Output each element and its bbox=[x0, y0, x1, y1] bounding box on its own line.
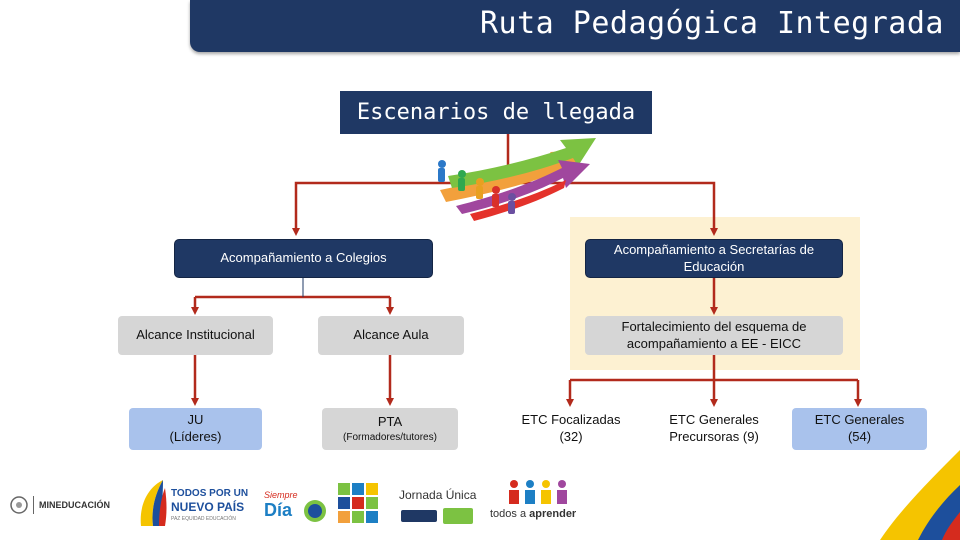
logo-text-pre: todos a bbox=[490, 508, 530, 520]
node-line1: ETC Generales bbox=[669, 412, 759, 428]
running-people-icon bbox=[438, 138, 596, 221]
node-alcance-institucional: Alcance Institucional bbox=[118, 316, 273, 355]
logo-text-line2: NUEVO PAÍS bbox=[171, 500, 245, 514]
node-line1: JU bbox=[187, 412, 204, 428]
node-line2: (Formadores/tutores) bbox=[343, 431, 437, 443]
node-label: Acompañamiento a Colegios bbox=[220, 250, 387, 266]
node-label: Alcance Aula bbox=[353, 327, 429, 343]
node-line2: (Líderes) bbox=[169, 429, 222, 444]
node-acompanamiento-colegios: Acompañamiento a Colegios bbox=[174, 239, 433, 278]
node-line2: (32) bbox=[559, 429, 583, 444]
node-acompanamiento-secretarias: Acompañamiento a Secretarías de Educació… bbox=[585, 239, 843, 278]
logo-badge bbox=[443, 508, 473, 524]
mineducacion-logo: MINEDUCACIÓN bbox=[10, 494, 130, 516]
node-line1: ETC Focalizadas bbox=[521, 412, 621, 428]
logo-text: Jornada Única bbox=[399, 488, 477, 502]
logo-text-bold: aprender bbox=[529, 508, 577, 520]
logo-text-line3: PAZ EQUIDAD EDUCACIÓN bbox=[171, 516, 236, 522]
logo-text: MINEDUCACIÓN bbox=[39, 500, 110, 510]
node-ju-lideres: JU (Líderes) bbox=[129, 408, 262, 450]
node-pta: PTA (Formadores/tutores) bbox=[322, 408, 458, 450]
logo-text-line1: TODOS POR UN bbox=[171, 488, 249, 499]
todos-a-aprender-logo: todos a aprender bbox=[488, 478, 588, 530]
siempre-dia-e-logo: Siempre Día bbox=[262, 490, 330, 526]
node-etc-precursoras: ETC Generales Precursoras (9) bbox=[648, 408, 780, 450]
logo-text-top: Siempre bbox=[264, 490, 298, 500]
node-line2: Precursoras (9) bbox=[669, 429, 759, 444]
node-etc-focalizadas: ETC Focalizadas (32) bbox=[505, 408, 637, 450]
node-line2: (54) bbox=[847, 429, 872, 444]
heading-to-secretarias-arrow bbox=[508, 181, 718, 236]
jornada-unica-logo: Jornada Única bbox=[397, 488, 479, 528]
page-title: Ruta Pedagógica Integrada bbox=[479, 6, 944, 41]
node-etc-generales: ETC Generales (54) bbox=[792, 408, 927, 450]
logo-text-main: Día bbox=[264, 500, 293, 520]
logo-badge bbox=[401, 510, 437, 522]
colombia-flag-icon bbox=[140, 480, 167, 526]
node-label: Fortalecimiento del esquema de acompañam… bbox=[621, 318, 807, 351]
logo-text: todos a aprender bbox=[490, 508, 576, 520]
title-bar: Ruta Pedagógica Integrada bbox=[190, 0, 960, 52]
e-circle-icon bbox=[304, 500, 326, 522]
flag-swoosh-decoration bbox=[880, 450, 960, 540]
node-alcance-aula: Alcance Aula bbox=[318, 316, 464, 355]
heading-to-colegios-arrow bbox=[292, 134, 510, 236]
coat-of-arms-icon bbox=[10, 496, 28, 514]
node-line1: ETC Generales bbox=[814, 412, 905, 428]
people-figures-icon bbox=[509, 480, 567, 504]
node-label: Acompañamiento a Secretarías de Educació… bbox=[613, 241, 815, 274]
node-line1: PTA bbox=[377, 414, 403, 430]
nuevo-pais-logo: TODOS POR UN NUEVO PAÍS PAZ EQUIDAD EDUC… bbox=[137, 474, 257, 530]
cube-logo-icon bbox=[338, 483, 378, 523]
node-fortalecimiento: Fortalecimiento del esquema de acompañam… bbox=[585, 316, 843, 355]
node-label: Alcance Institucional bbox=[136, 327, 255, 343]
heading-box: Escenarios de llegada bbox=[340, 91, 652, 134]
